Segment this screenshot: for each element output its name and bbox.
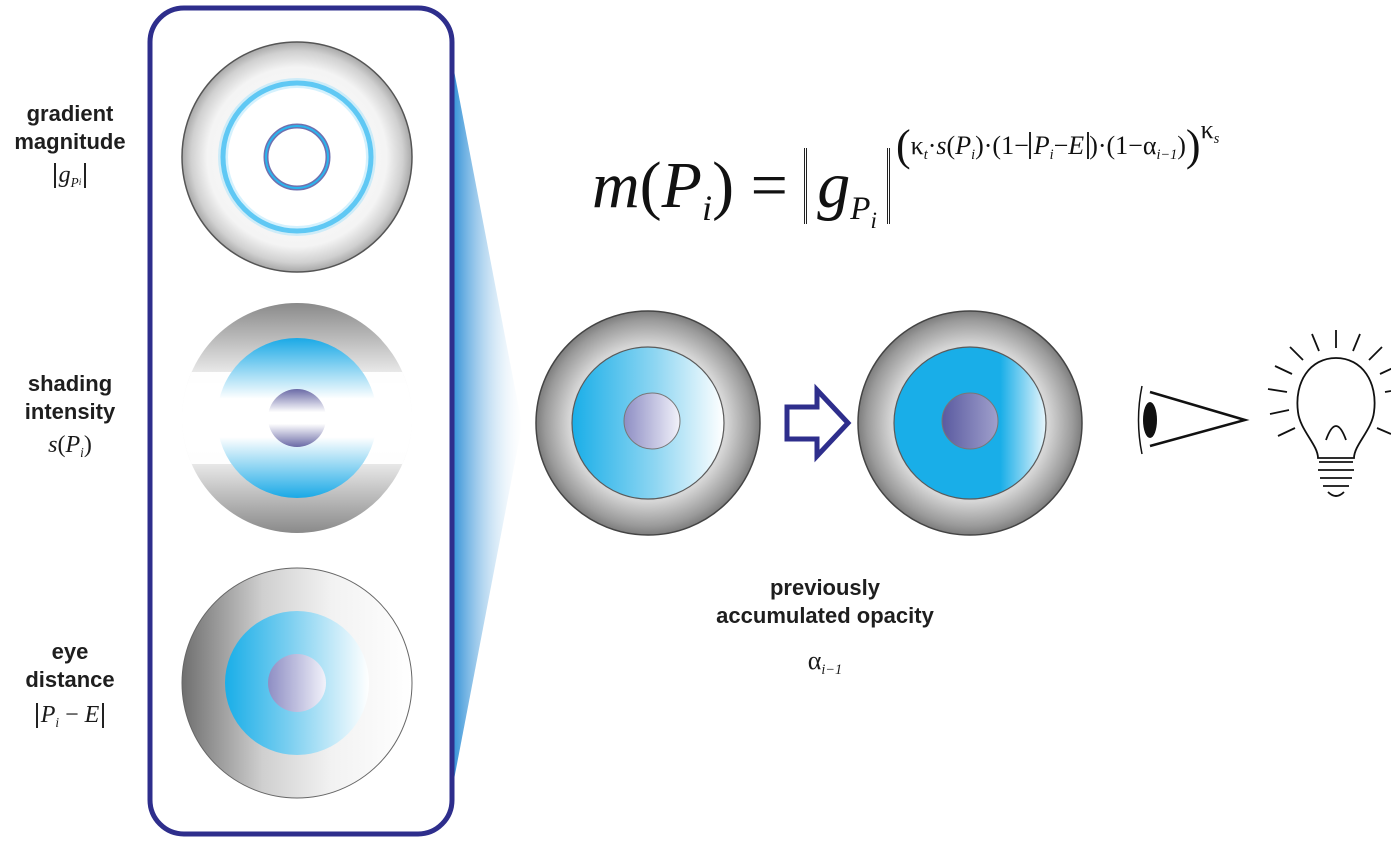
gradient-symbol: gPi <box>0 162 140 189</box>
eye-distance-symbol: Pi − E <box>0 702 140 729</box>
formula-lhs: m <box>592 149 640 222</box>
projection-funnel <box>452 60 522 790</box>
eye-distance-label: eye distance <box>25 639 115 692</box>
shading-label: shading intensity <box>24 371 116 424</box>
formula-lhs-P: P <box>661 149 702 222</box>
accumulated-opacity-symbol: αi−1 <box>807 646 843 678</box>
shading-intensity-circle <box>182 303 412 533</box>
opacity-formula: m(Pi) = gPi (κt·s(Pi)·(1−Pi−E)·(1−αi−1))… <box>592 115 1220 233</box>
formula-equals: = <box>750 149 788 222</box>
gradient-label: gradient magnitude <box>14 101 126 154</box>
formula-lhs-i: i <box>701 187 713 228</box>
sample-after-circle <box>857 310 1083 536</box>
formula-exponent: (κt·s(Pi)·(1−Pi−E)·(1−αi−1))κs <box>896 115 1220 170</box>
formula-gradient-norm: gPi <box>804 148 890 233</box>
eye-icon <box>1137 385 1250 455</box>
accumulated-opacity-label: previously accumulated opacity <box>716 575 934 628</box>
right-arrow-icon <box>784 383 852 463</box>
gradient-magnitude-circle <box>181 41 413 273</box>
sample-before-circle <box>535 310 761 536</box>
eye-distance-circle <box>181 567 413 799</box>
shading-symbol: s(Pi) <box>48 432 92 460</box>
light-bulb-icon <box>1267 330 1391 497</box>
